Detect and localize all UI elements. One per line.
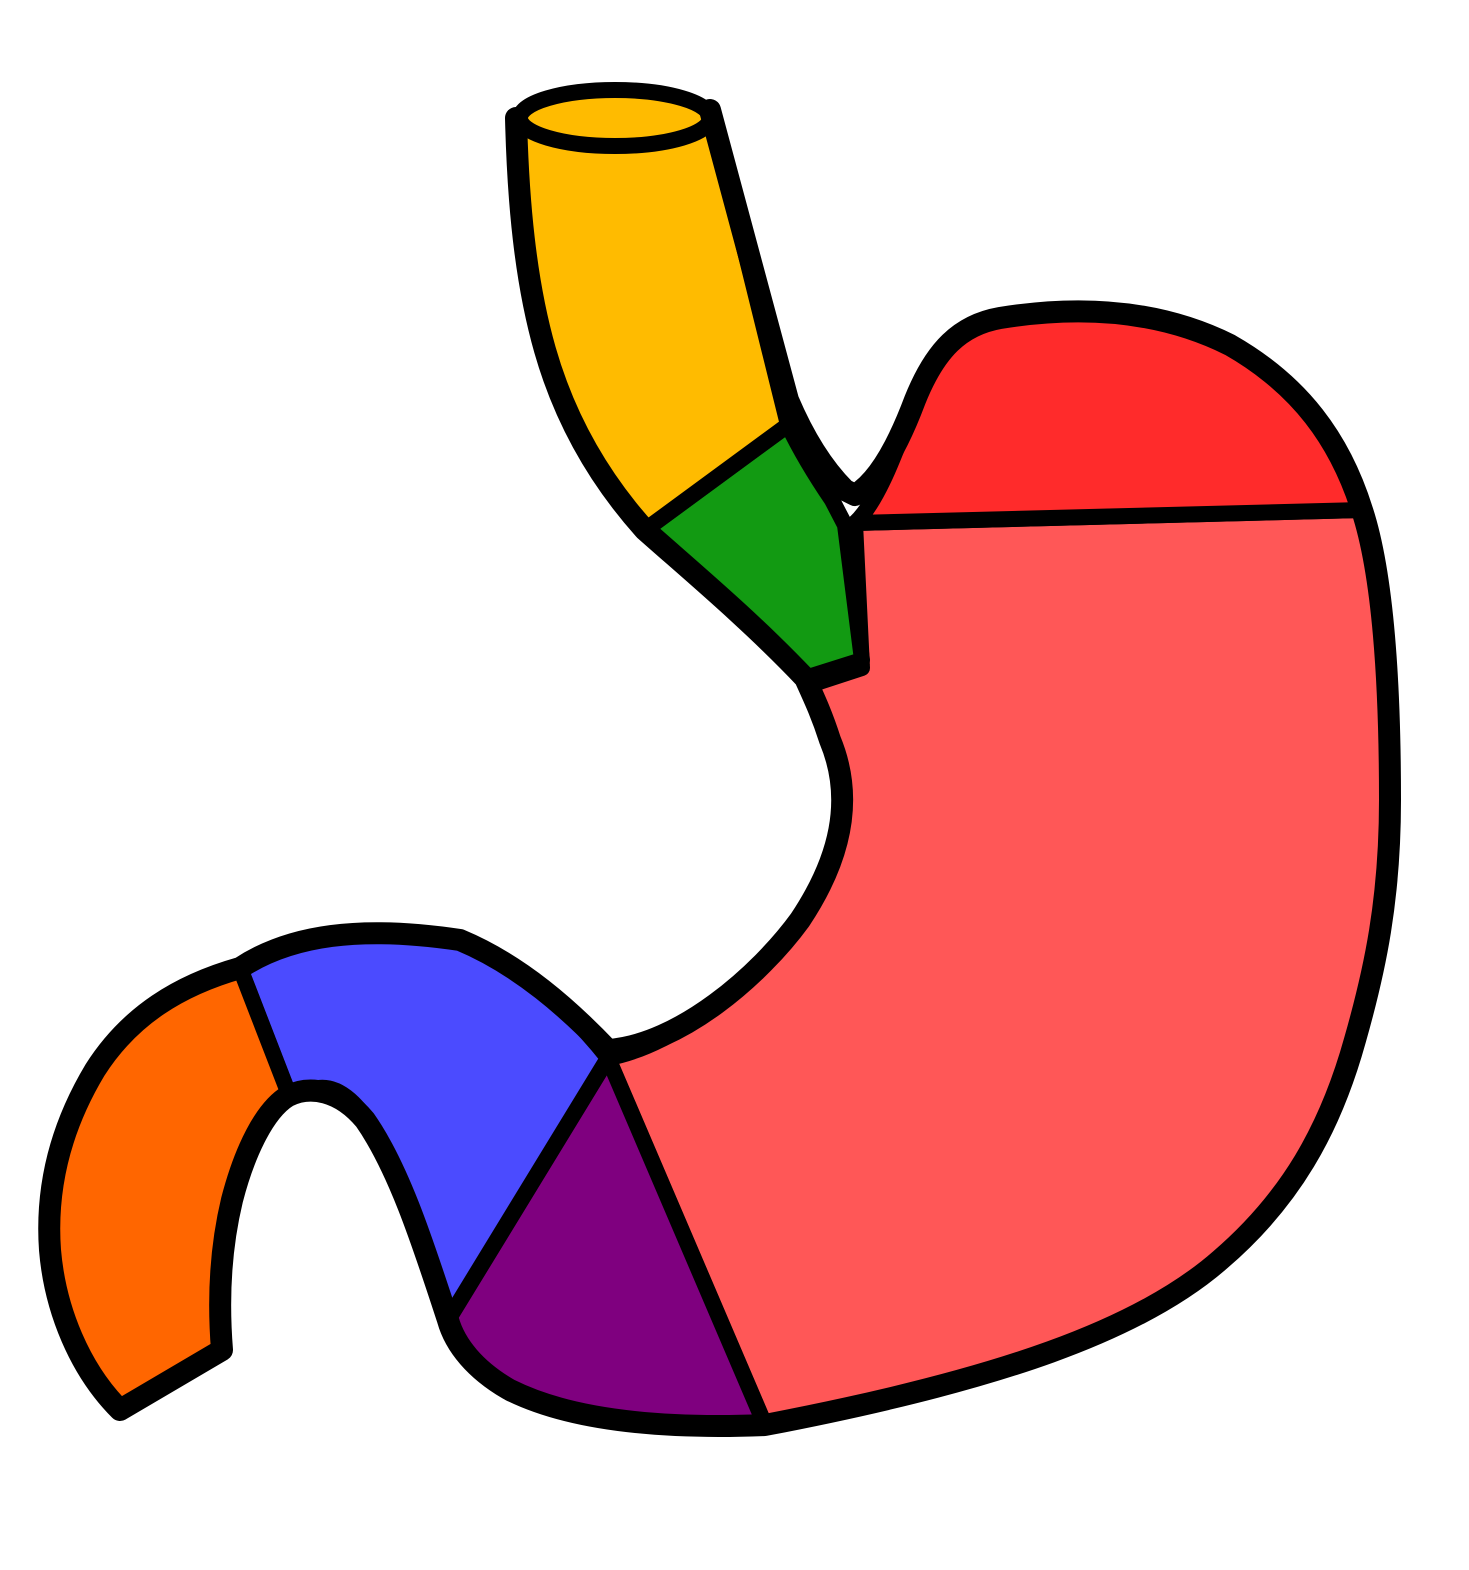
- fundus-region: [847, 303, 1370, 531]
- stomach-outline: [38, 99, 1401, 1437]
- fundus-body-divider: [848, 503, 1369, 530]
- esophagus-opening: [512, 82, 718, 154]
- antrum-left-divider: [441, 1051, 615, 1327]
- stomach-body-region: [600, 502, 1398, 1433]
- cardia-body-divider: [798, 518, 870, 685]
- antrum-right-divider: [601, 1051, 772, 1432]
- esophagus-cardia-divider: [638, 418, 795, 537]
- pylorus-duodenum-divider: [233, 961, 295, 1099]
